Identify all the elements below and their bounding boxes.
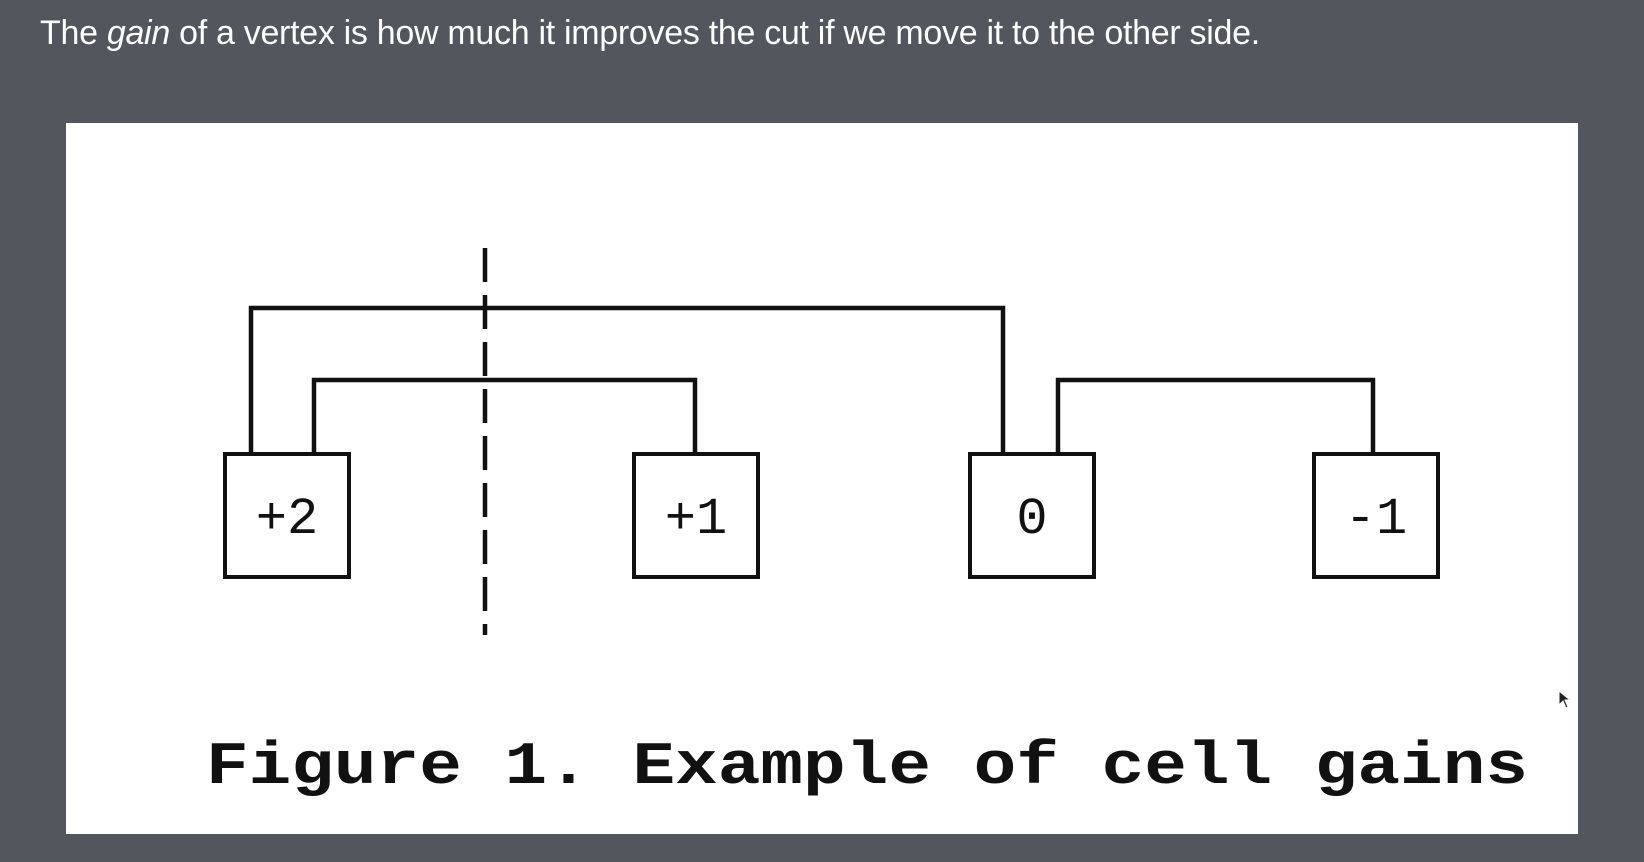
cell-box xyxy=(223,452,351,579)
cell-zero: 0 xyxy=(968,452,1096,579)
slide-text-after: of a vertex is how much it improves the … xyxy=(169,14,1260,52)
figure-panel: +2 +1 0 -1 Figure 1. Example of cell gai… xyxy=(66,123,1578,834)
cell-plus-one: +1 xyxy=(632,452,760,579)
slide-text-before: The xyxy=(40,14,107,52)
cell-box xyxy=(968,452,1096,579)
mouse-pointer-icon xyxy=(1558,690,1572,709)
cell-gain-label: 0 xyxy=(1016,490,1047,549)
gain-term: gain xyxy=(106,14,170,52)
net-b xyxy=(311,377,698,457)
net-c xyxy=(1055,377,1376,457)
cell-gain-label: +2 xyxy=(256,490,318,549)
cell-box xyxy=(632,452,760,579)
cell-box xyxy=(1312,452,1440,579)
cell-gain-diagram: +2 +1 0 -1 Figure 1. Example of cell gai… xyxy=(206,248,1528,802)
cell-minus-one: -1 xyxy=(1312,452,1440,579)
slide-text: The gain of a vertex is how much it impr… xyxy=(40,14,1260,53)
figure-caption: Figure 1. Example of cell gains xyxy=(206,734,1528,802)
net-a xyxy=(248,305,1006,457)
cell-gain-label: +1 xyxy=(665,490,727,549)
cell-plus-two: +2 xyxy=(223,452,351,579)
cell-gain-label: -1 xyxy=(1345,490,1407,549)
